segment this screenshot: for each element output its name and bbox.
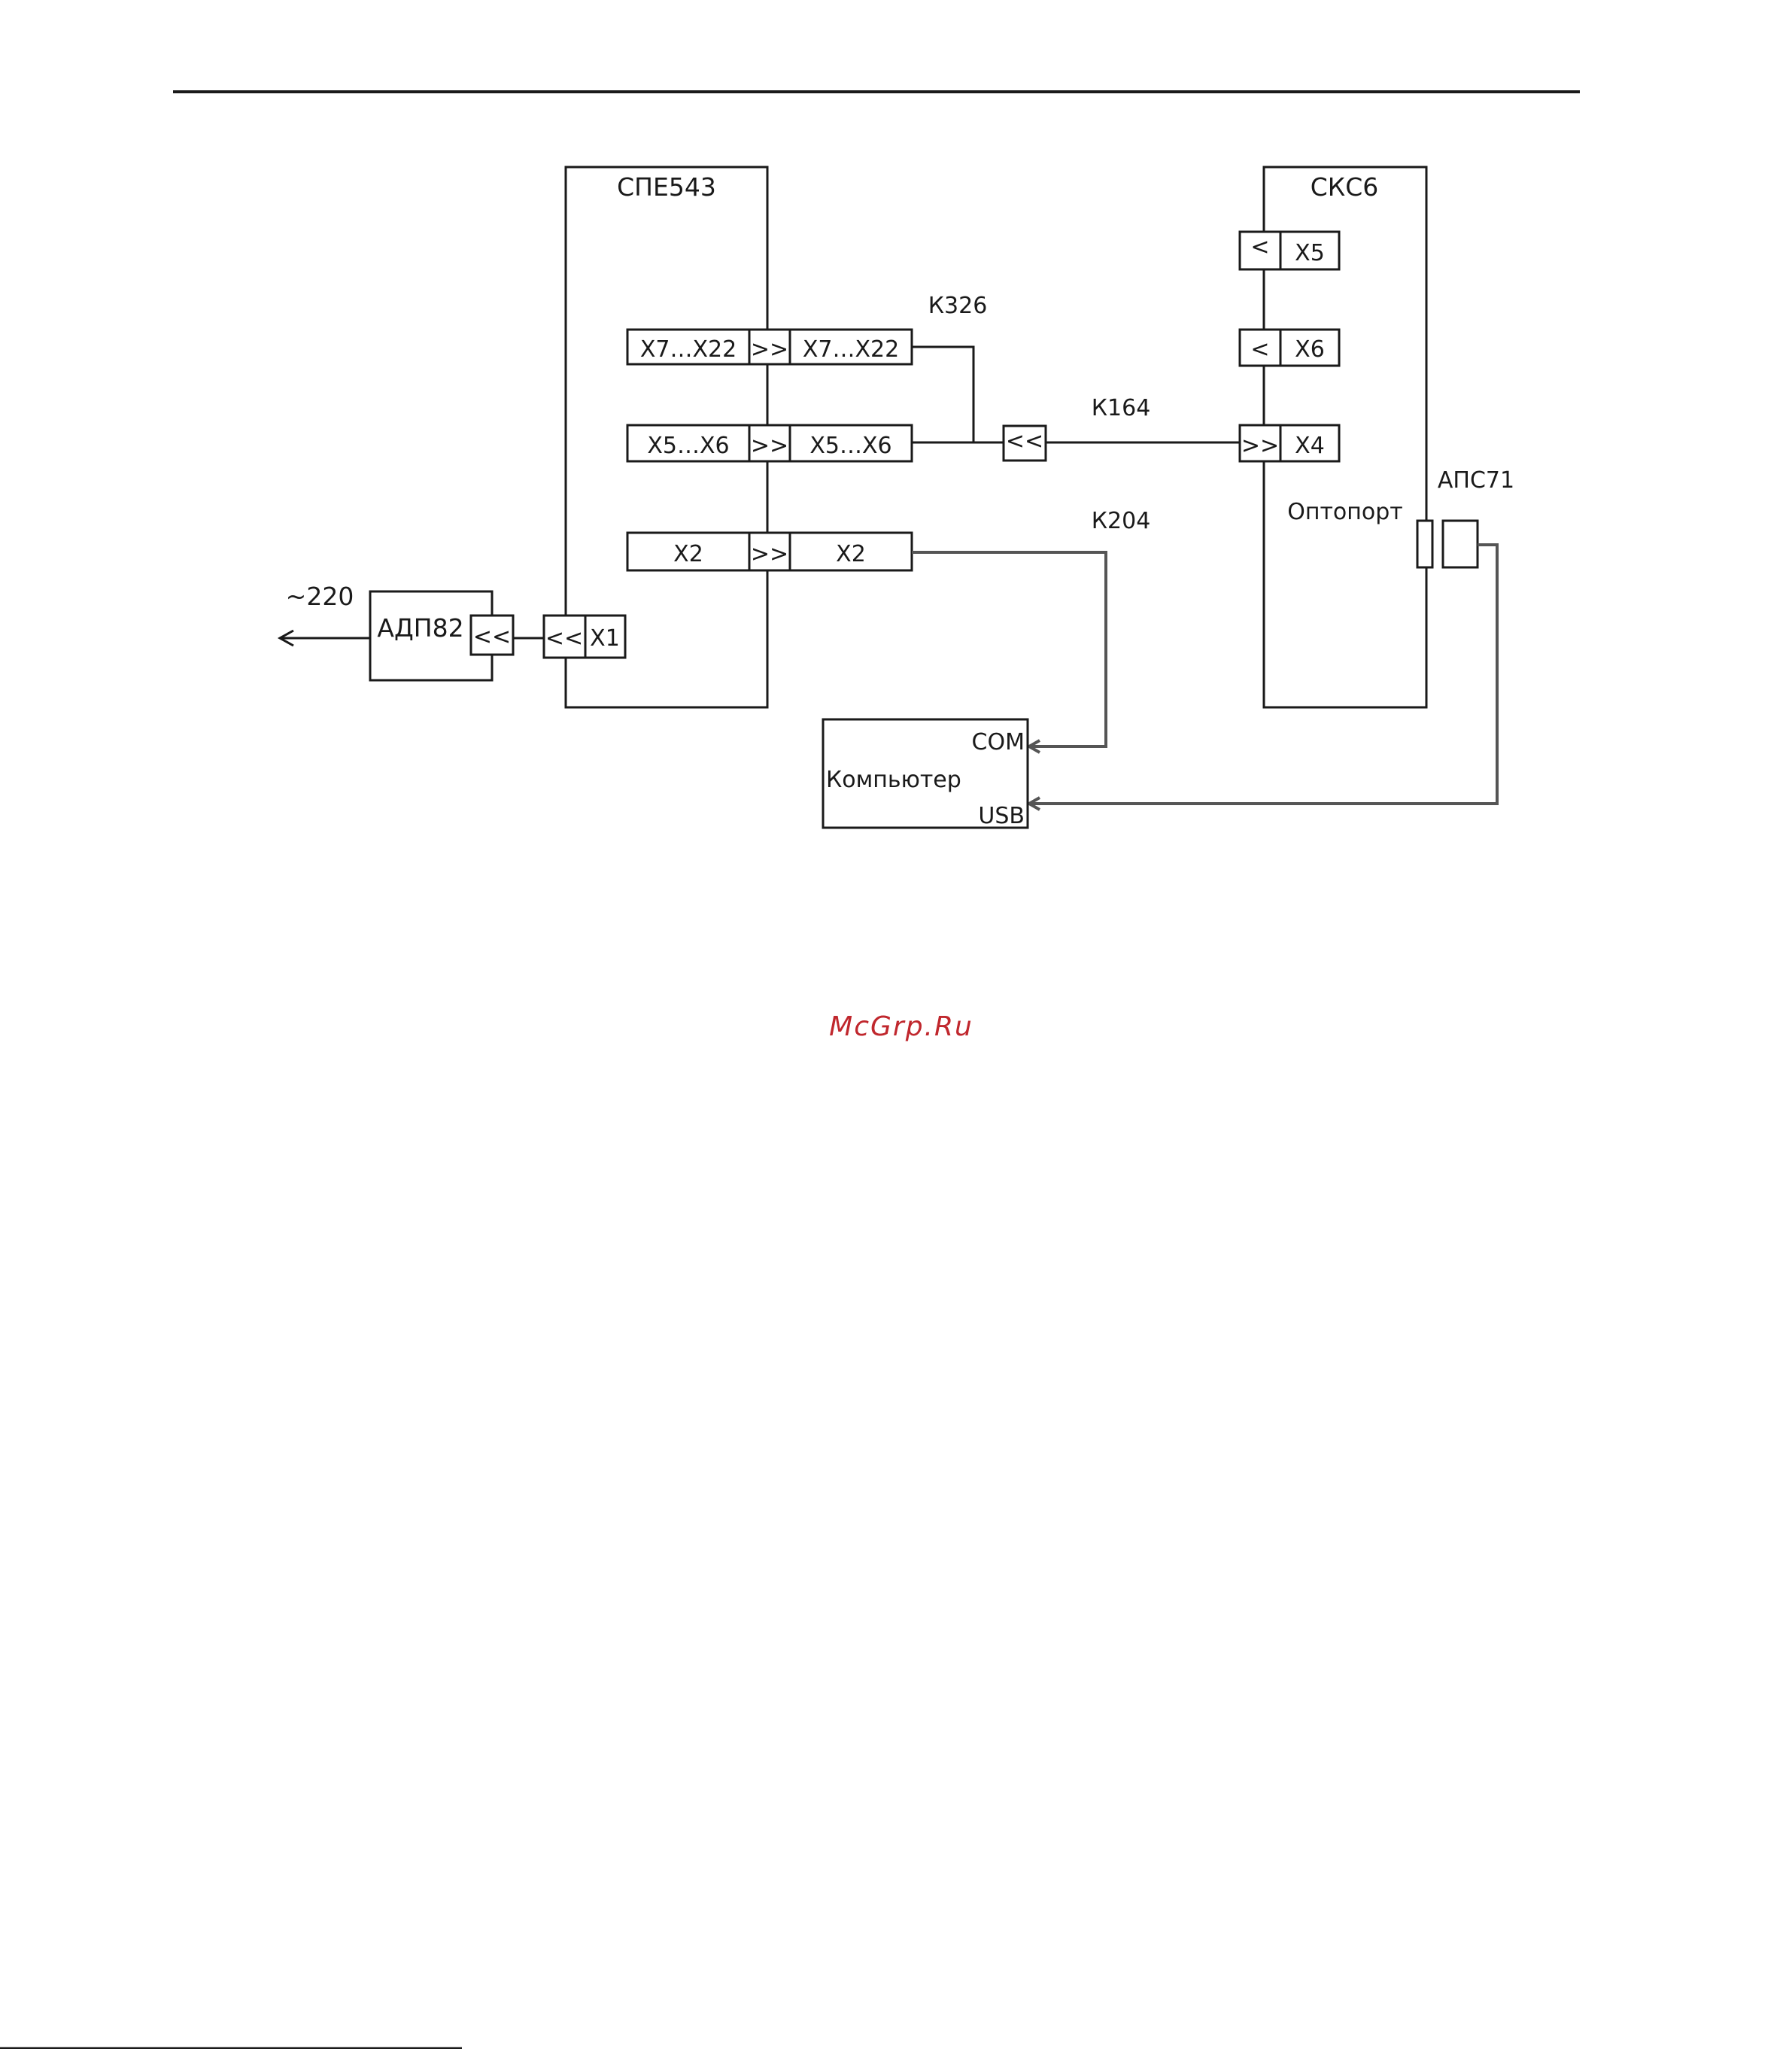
sks-x6-mark: < xyxy=(1250,336,1269,363)
cable-k204: К204 xyxy=(912,508,1150,752)
row1-left-label: X7…X22 xyxy=(640,336,737,363)
spe-row-x2: X2 >> X2 xyxy=(627,533,912,570)
sks-x4-label: X4 xyxy=(1295,433,1325,459)
spe-x1-socket-mark: << xyxy=(545,625,583,652)
computer-com-port: COM xyxy=(972,729,1025,755)
k326-label: К326 xyxy=(928,293,988,319)
sks-x6-label: X6 xyxy=(1295,336,1325,363)
spe543-title: СПЕ543 xyxy=(617,172,716,202)
aps71-title: АПС71 xyxy=(1438,467,1514,494)
adp82-title: АДП82 xyxy=(377,613,463,643)
sks-x4-mark: >> xyxy=(1241,433,1279,459)
spe-x1-label: X1 xyxy=(590,625,620,652)
optoport-label: Оптопорт xyxy=(1287,499,1403,525)
k164-plug-mark: << xyxy=(1006,428,1043,454)
row1-mid-mark: >> xyxy=(751,336,788,363)
computer-usb-port: USB xyxy=(978,803,1025,829)
row2-mid-mark: >> xyxy=(751,433,788,459)
k164-label: К164 xyxy=(1092,395,1151,421)
mains-supply: ~220 xyxy=(280,582,370,646)
optoport-window xyxy=(1417,521,1432,567)
aps71-probe: АПС71 xyxy=(1438,467,1514,567)
mains-label: ~220 xyxy=(286,582,354,611)
row3-left-label: X2 xyxy=(673,541,703,567)
cable-k164: << К164 xyxy=(912,395,1240,461)
k204-label: К204 xyxy=(1092,508,1151,534)
row2-left-label: X5…X6 xyxy=(647,433,729,459)
row1-right-label: X7…X22 xyxy=(803,336,899,363)
spe-x1-connector: << X1 xyxy=(544,616,625,658)
sks-x6-connector: < X6 xyxy=(1240,330,1339,366)
computer-title: Компьютер xyxy=(826,767,961,793)
sks-x5-connector: < X5 xyxy=(1240,232,1339,269)
sks-x4-connector: >> X4 xyxy=(1240,425,1339,461)
sks6-title: СКС6 xyxy=(1311,172,1379,202)
spe-row-x7-x22: X7…X22 >> X7…X22 xyxy=(627,330,912,364)
row2-right-label: X5…X6 xyxy=(809,433,891,459)
computer-unit: Компьютер COM USB xyxy=(823,719,1028,829)
sks-x5-mark: < xyxy=(1250,234,1269,260)
watermark-text: McGrp.Ru xyxy=(829,1011,973,1042)
row3-mid-mark: >> xyxy=(751,541,788,567)
adp82-unit: АДП82 << xyxy=(370,591,513,680)
spe-row-x5-x6: X5…X6 >> X5…X6 xyxy=(627,425,912,461)
sks-x5-label: X5 xyxy=(1295,240,1325,266)
cable-k326: К326 xyxy=(912,293,987,442)
adp82-connector-mark: << xyxy=(473,624,511,650)
row3-right-label: X2 xyxy=(836,541,866,567)
